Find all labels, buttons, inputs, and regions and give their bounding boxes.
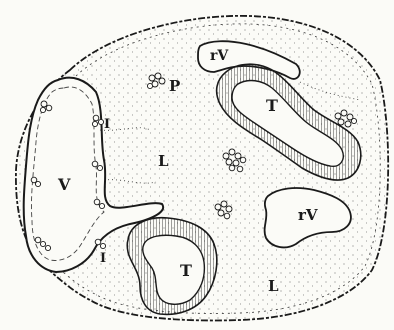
- label-i-lower: I: [100, 251, 106, 266]
- label-i-upper: I: [104, 117, 110, 132]
- label-v-left: V: [57, 175, 71, 194]
- label-t-lower: T: [180, 261, 192, 280]
- label-rv-right: rV: [298, 206, 318, 224]
- label-l-center: L: [158, 152, 169, 170]
- label-rv-top: rV: [210, 48, 229, 64]
- label-p: P: [169, 77, 180, 95]
- label-t-right: T: [266, 96, 278, 115]
- label-l-lower: L: [268, 277, 279, 295]
